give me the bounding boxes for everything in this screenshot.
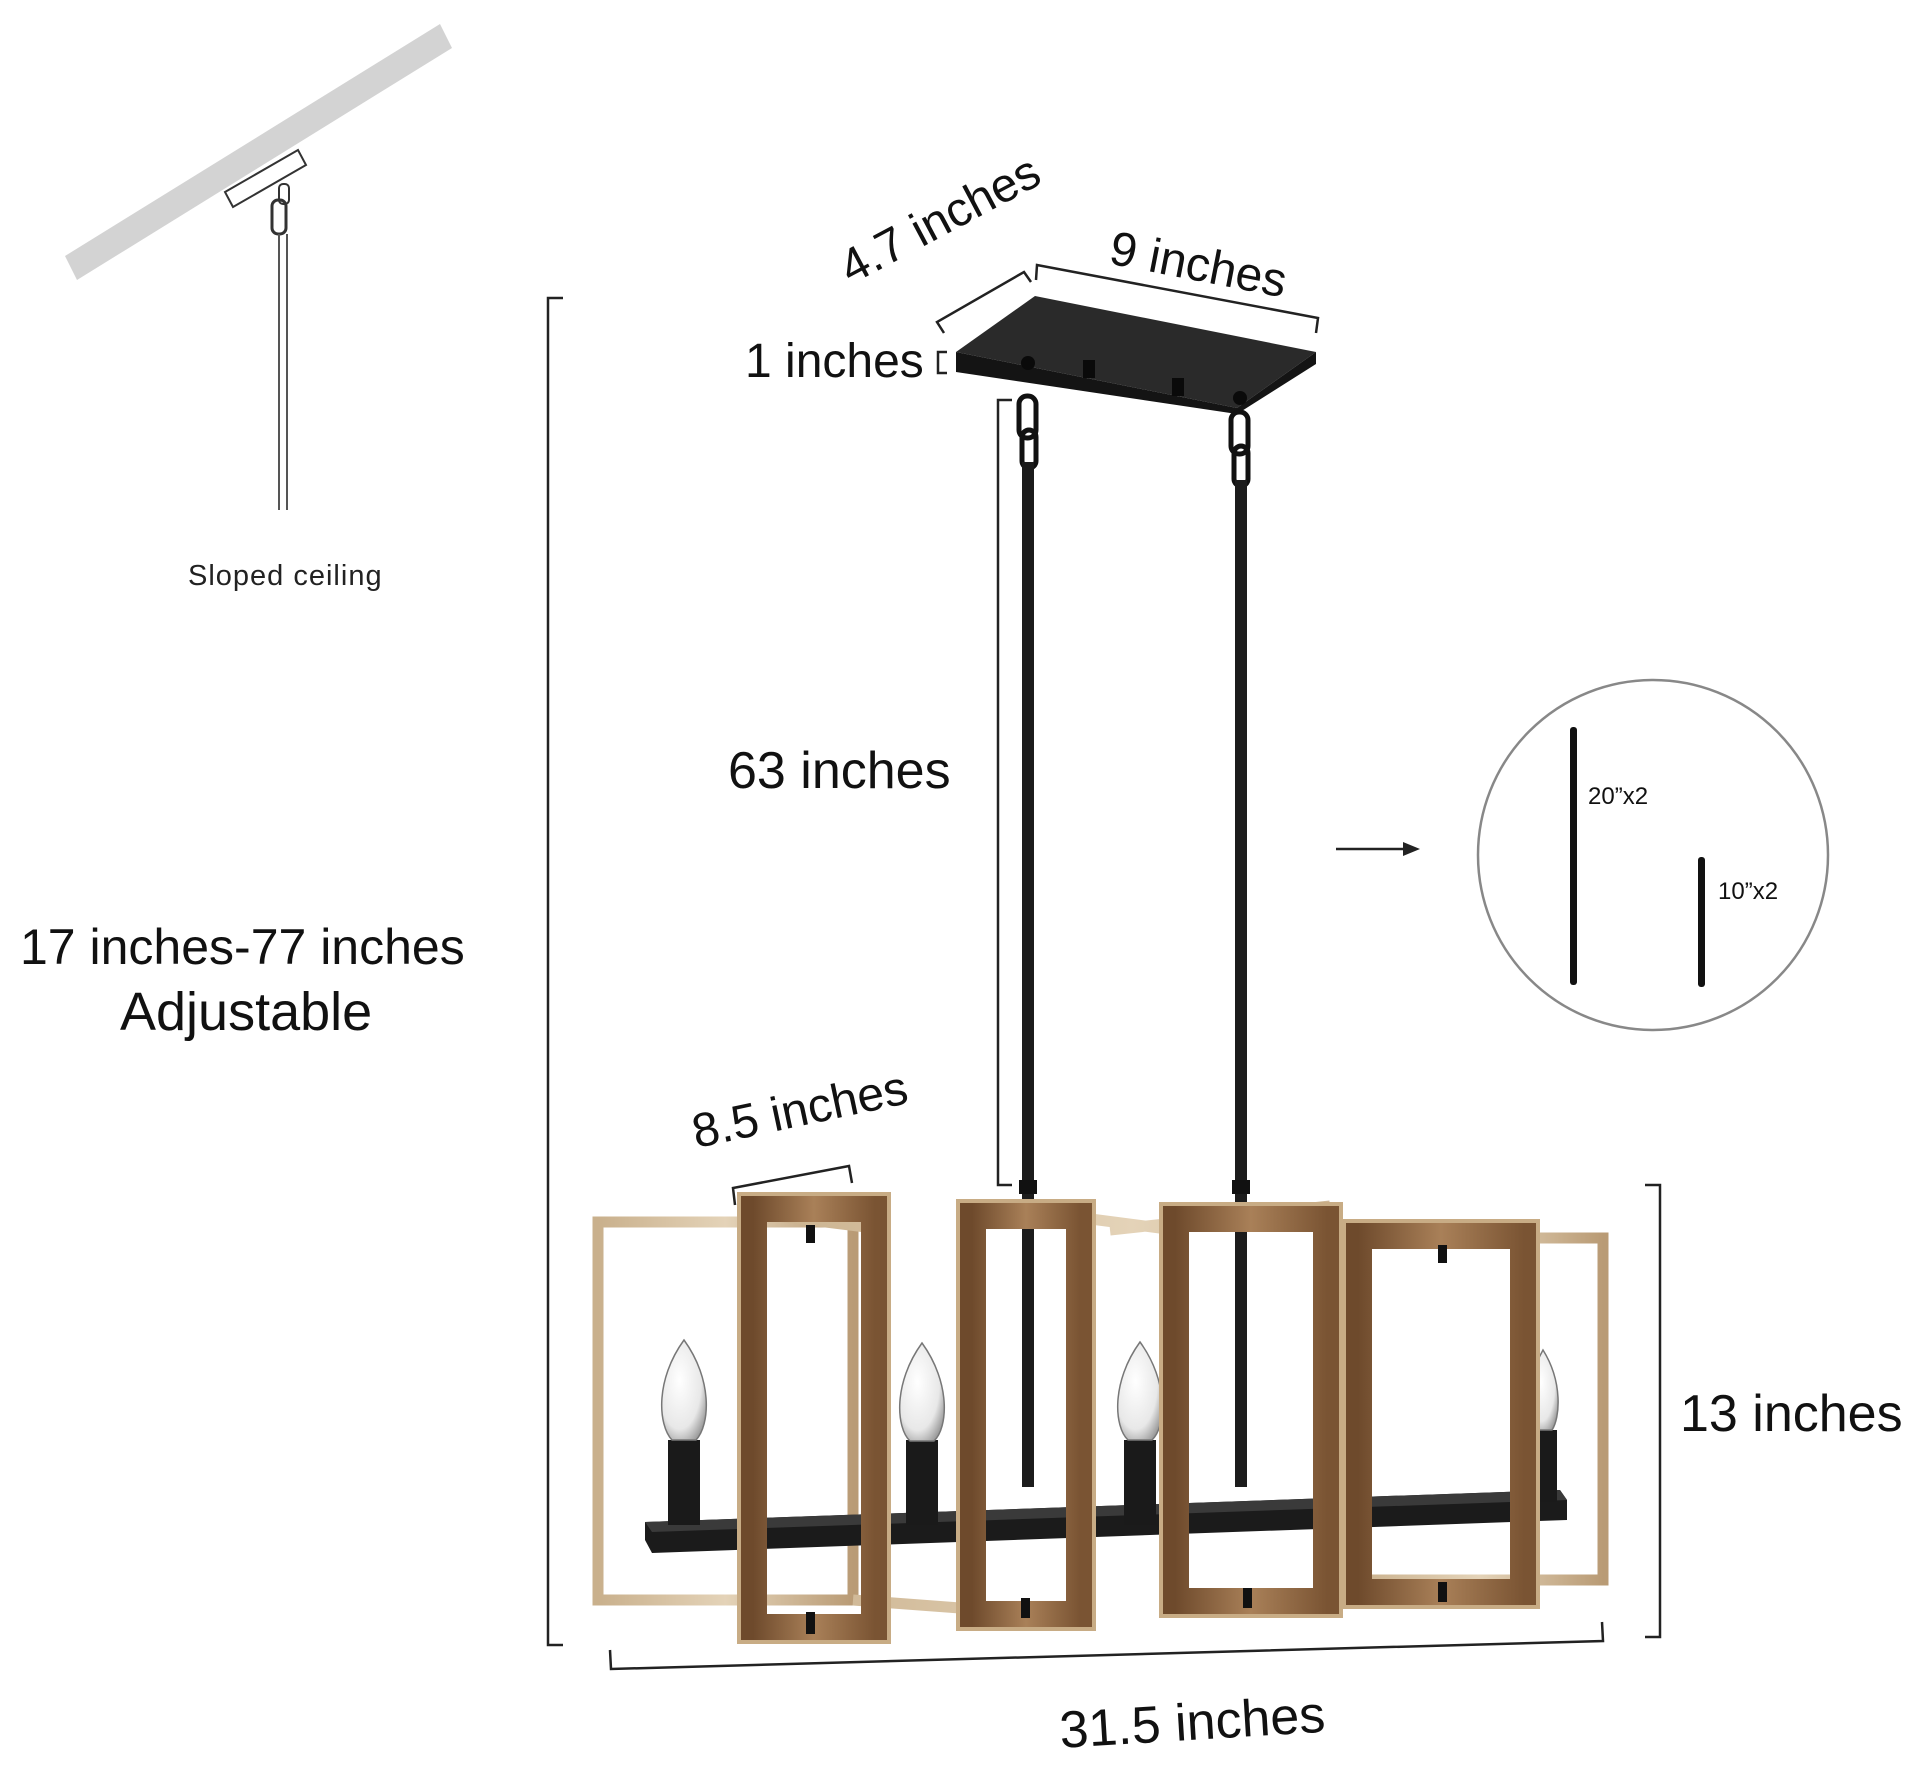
overall-height-range-label: 17 inches-77 inches [20, 919, 465, 975]
canopy-screw [1083, 360, 1095, 378]
canopy-hook [1021, 356, 1035, 370]
sloped-ceiling-caption: Sloped ceiling [188, 560, 383, 592]
rod-length-bracket [996, 398, 1012, 1187]
wood-frame-3 [1161, 1204, 1341, 1616]
detail-arrow [1336, 842, 1420, 856]
light-3 [1116, 1340, 1164, 1525]
downrod-right [1235, 480, 1247, 1487]
downrods [1019, 462, 1250, 1487]
chain-link [1016, 393, 1039, 441]
chain-link [1228, 409, 1251, 457]
sloped-ceiling-diagram [65, 24, 452, 510]
frame-inner-lines [737, 1192, 1540, 1644]
sloped-chain-link [278, 183, 290, 205]
downrod-left [1022, 462, 1034, 1487]
canopy-top [956, 296, 1316, 408]
overall-height-bracket [546, 296, 563, 1647]
canopy-height-label: 1 inches [745, 335, 924, 388]
canopy-screw [1172, 378, 1184, 396]
short-rod [1698, 857, 1705, 987]
long-rod [1570, 727, 1577, 985]
body-length-bracket [608, 1621, 1605, 1671]
light-1 [660, 1338, 708, 1525]
light-2 [898, 1341, 946, 1525]
canopy-depth-bracket [935, 270, 1033, 334]
canopy-hook [1233, 391, 1247, 405]
sloped-canopy [223, 148, 308, 209]
center-bar [645, 1490, 1567, 1553]
ceiling-canopy [956, 296, 1316, 489]
long-rods-label: 20”x2 [1588, 783, 1649, 810]
rods-detail-circle [1476, 678, 1830, 1032]
overall-height-adjustable-label: Adjustable [120, 982, 373, 1042]
rod-length-label: 63 inches [728, 742, 951, 800]
frame-studs [806, 1225, 1447, 1634]
body-height-label: 13 inches [1680, 1385, 1903, 1443]
wood-frame-4 [1344, 1221, 1538, 1607]
canopy-width-bracket [1034, 263, 1320, 334]
short-rods-label: 10”x2 [1718, 878, 1779, 905]
sloped-chain-link [270, 198, 288, 236]
frame-width-bracket [731, 1164, 854, 1206]
body-height-bracket [1645, 1183, 1662, 1639]
canopy-height-bracket [936, 350, 947, 375]
sloped-ceiling-beam [65, 24, 452, 280]
dimension-lines [546, 263, 1662, 1671]
